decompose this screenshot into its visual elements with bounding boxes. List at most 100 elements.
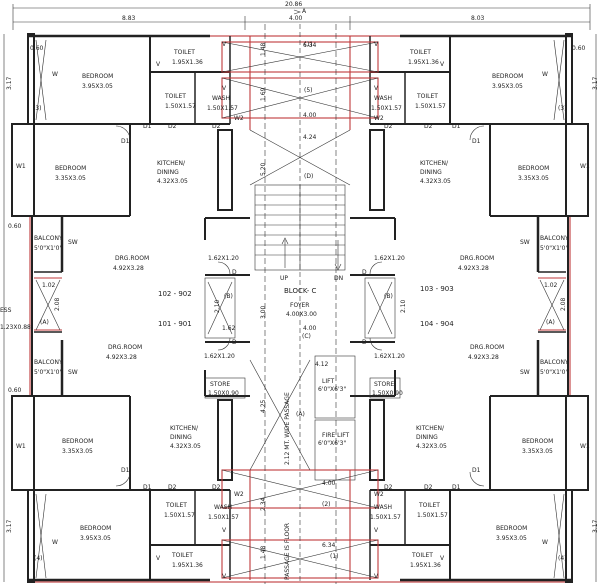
- dim-060-ml: 0.60: [8, 223, 22, 230]
- room-wash-bl-dim: 1.50X1.57: [208, 514, 239, 521]
- room-bedroom-mr: BEDROOM: [518, 165, 549, 172]
- code-v-bl3: V: [222, 573, 227, 580]
- dim-400-top: 4.00: [303, 112, 317, 119]
- room-drg-tl: DRG.ROOM: [115, 255, 149, 262]
- room-balcony-br: BALCONY: [540, 359, 569, 366]
- stair-dn-label: DN: [334, 275, 343, 282]
- north-arrow-label: A: [302, 8, 307, 15]
- dim-102-r: 1.02: [544, 282, 558, 289]
- code-d-l2: D: [232, 339, 237, 346]
- code-w-tl: W: [52, 71, 58, 78]
- code-sw-bl: SW: [68, 369, 78, 376]
- dim-317-br: 3.17: [592, 519, 599, 533]
- room-wash-br: WASH: [374, 504, 392, 511]
- code-w1-br: W1: [580, 443, 590, 450]
- room-toilet-bl: TOILET: [165, 502, 187, 509]
- room-bedroom-ml: BEDROOM: [55, 165, 86, 172]
- room-toilet-tl-dim: 1.95X1.36: [172, 59, 203, 66]
- code-w-tr: W: [542, 71, 548, 78]
- dim-317-tr: 3.17: [592, 76, 599, 90]
- room-kitchen-tr: KITCHEN/: [420, 160, 449, 167]
- room-bedroom-lbl-dim: 3.35X3.05: [62, 448, 93, 455]
- code-w1-bl: W1: [16, 443, 26, 450]
- code-v-tl: V: [156, 61, 161, 68]
- store-right-dim: 1.50X0.90: [372, 390, 403, 397]
- section-tags: (1) (5) (D) (B) (B) (C) (A) (2) (1) (3) …: [33, 41, 567, 562]
- code-d1-br2: D1: [452, 484, 461, 491]
- room-balcony-tl: BALCONY: [34, 235, 63, 242]
- code-d1-tr: D1: [452, 123, 461, 130]
- top-dimensions: 20.86 8.83 4.00 8.03 A: [12, 1, 591, 30]
- interior-walls: [34, 36, 566, 580]
- room-kitchen-tl: KITCHEN/: [157, 160, 186, 167]
- room-balcony-tl-dim: 5'0"X1'0": [34, 245, 62, 252]
- code-w2-tr: W2: [374, 115, 384, 122]
- store-right-label: STORE: [374, 381, 394, 388]
- room-bedroom-tl-dim: 3.95X3.05: [82, 83, 113, 90]
- code-d2-tr: D2: [424, 123, 433, 130]
- dim-634-top: 6.34: [303, 42, 317, 49]
- dim-right: 8.03: [471, 15, 485, 22]
- room-drg-tl-dim: 4.92X3.28: [113, 265, 144, 272]
- flat-no-br: 104 - 904: [420, 320, 454, 328]
- tag-2: (2): [322, 501, 331, 508]
- room-toilet-br: TOILET: [418, 502, 440, 509]
- room-bedroom-br: BEDROOM: [496, 525, 527, 532]
- lift-dim: 6'0"X6'3": [318, 386, 346, 393]
- code-d2-tl: D2: [168, 123, 177, 130]
- code-sw-br: SW: [520, 369, 530, 376]
- centre-dimensions: 6.34 4.00 4.24 5.20 1.69 1.48 3.00 4.00 …: [42, 42, 567, 559]
- room-labels-right: TOILET 1.95X1.36 BEDROOM 3.95X3.05 WASH …: [370, 49, 569, 569]
- room-drg-tr-dim: 4.92X3.28: [458, 265, 489, 272]
- room-toilet3-br: TOILET: [411, 552, 433, 559]
- room-bedroom-lbr-dim: 3.35X3.05: [522, 448, 553, 455]
- ess-dim: 1.23X0.88: [0, 324, 31, 331]
- dim-208-l: 2.08: [54, 297, 61, 311]
- tag-a-right: (A): [546, 319, 555, 326]
- room-toilet3-bl: TOILET: [171, 552, 193, 559]
- code-d-r1: D: [362, 269, 367, 276]
- staircase: [254, 184, 346, 271]
- room-kitchen-tl-dim: 4.32X3.05: [157, 178, 188, 185]
- dim-208-r: 2.08: [560, 297, 567, 311]
- dim-634-bot: 6.34: [322, 542, 336, 549]
- side-dimensions: 3.17 3.17 3.17 3.17 0.60 0.60 0.60 0.60 …: [0, 34, 599, 582]
- landing-dim-bl: 1.62X1.20: [204, 353, 235, 360]
- code-d1-mr: D1: [472, 138, 481, 145]
- code-v-tr: V: [440, 61, 445, 68]
- stair-up-label: UP: [280, 275, 288, 282]
- code-d1-br: D1: [472, 467, 481, 474]
- code-v-bl2: V: [222, 527, 227, 534]
- up-arrow-icon: [281, 237, 289, 268]
- landing-dim-tr: 1.62X1.20: [374, 255, 405, 262]
- tag-5: (5): [304, 87, 313, 94]
- foyer-label: FOYER: [290, 302, 309, 309]
- dim-300: 3.00: [260, 305, 267, 319]
- north-arrow-icon: [293, 9, 301, 15]
- dim-425: 4.25: [260, 399, 267, 413]
- room-kitchen-br-dim: 4.32X3.05: [416, 443, 447, 450]
- dim-060-bl: 0.60: [8, 387, 22, 394]
- code-v-tr3: V: [374, 85, 379, 92]
- code-d2-bl: D2: [168, 484, 177, 491]
- dim-overall: 20.86: [285, 1, 302, 8]
- tag-4-br: (4): [558, 555, 567, 562]
- dim-162: 1.62: [222, 325, 236, 332]
- code-sw-tl: SW: [68, 239, 78, 246]
- code-v-br2: V: [374, 527, 379, 534]
- landing-dim-br: 1.62X1.20: [374, 353, 405, 360]
- room-kitchen-br-2: DINING: [416, 434, 438, 441]
- room-labels-left: BEDROOM 3.95X3.05 TOILET 1.95X1.36 TOILE…: [34, 49, 239, 569]
- fire-lift-dim: 6'0"X6'3": [318, 440, 346, 447]
- room-toilet2-tr: TOILET: [416, 93, 438, 100]
- room-balcony-bl: BALCONY: [34, 359, 63, 366]
- room-toilet3-br-dim: 1.95X1.36: [410, 562, 441, 569]
- tag-3-tl: (3): [33, 105, 42, 112]
- room-toilet-tr: TOILET: [409, 49, 431, 56]
- tag-b-right: (B): [384, 293, 393, 300]
- ess-label: ESS: [0, 307, 12, 314]
- void-crosses: [35, 39, 565, 579]
- room-toilet2-tl: TOILET: [164, 93, 186, 100]
- code-v-br: V: [440, 555, 445, 562]
